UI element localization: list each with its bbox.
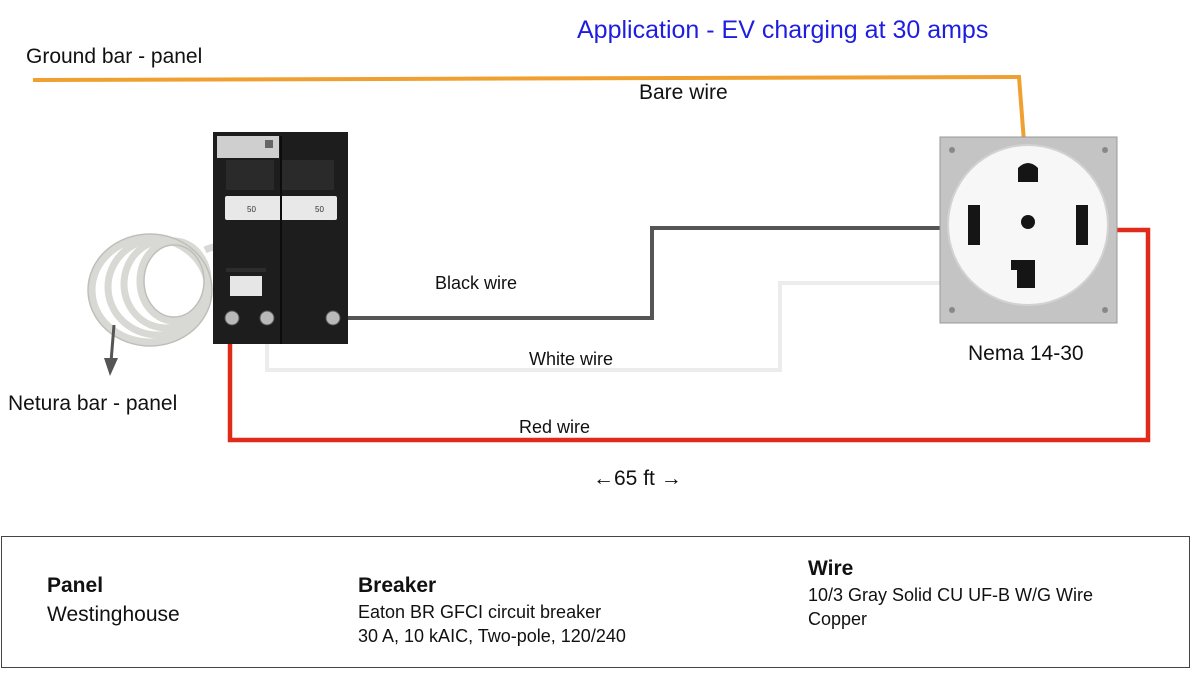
ground-slot bbox=[1018, 163, 1038, 182]
terminal-screw-2 bbox=[259, 310, 275, 326]
panel-value: Westinghouse bbox=[47, 603, 180, 626]
breaker-line-1: Eaton BR GFCI circuit breaker bbox=[358, 602, 602, 622]
diagram-title: Application - EV charging at 30 amps bbox=[577, 16, 989, 44]
neutral-bar-label: Netura bar - panel bbox=[8, 392, 178, 415]
left-hot-slot bbox=[968, 205, 980, 245]
wire-line-1: 10/3 Gray Solid CU UF-B W/G Wire bbox=[808, 585, 1094, 605]
panel-heading: Panel bbox=[47, 574, 104, 597]
neutral-arrow bbox=[109, 324, 116, 363]
breaker-rating-2: 50 bbox=[315, 205, 324, 214]
neutral-arrow-head bbox=[104, 358, 118, 376]
white-wire bbox=[265, 281, 980, 372]
distance-label: ←65 ft → bbox=[593, 467, 682, 490]
neutral-slot bbox=[1011, 260, 1035, 288]
terminal-screw-3 bbox=[325, 310, 341, 326]
nema-receptacle bbox=[939, 136, 1118, 324]
black-wire bbox=[330, 226, 975, 320]
terminal-screw-1 bbox=[224, 310, 240, 326]
black-wire-label: Black wire bbox=[435, 273, 518, 293]
red-wire bbox=[227, 227, 1151, 443]
pigtail-coil bbox=[88, 234, 224, 346]
center-screw bbox=[1021, 215, 1035, 229]
pigtail-coil-shade bbox=[87, 233, 213, 347]
breaker-heading: Breaker bbox=[358, 574, 437, 597]
breaker-rating-1: 50 bbox=[247, 205, 256, 214]
white-wire-label: White wire bbox=[529, 349, 614, 369]
receptacle-label: Nema 14-30 bbox=[968, 342, 1084, 365]
red-wire-label: Red wire bbox=[519, 417, 591, 437]
bare-wire-label: Bare wire bbox=[639, 81, 728, 104]
breaker-line-2: 30 A, 10 kAIC, Two-pole, 120/240 bbox=[358, 626, 626, 646]
ground-bar-label: Ground bar - panel bbox=[26, 45, 203, 68]
wire-line-2: Copper bbox=[808, 609, 868, 629]
right-hot-slot bbox=[1076, 205, 1088, 245]
wire-heading: Wire bbox=[808, 557, 854, 580]
gfci-breaker: 50 50 bbox=[213, 132, 348, 344]
spec-box: Panel Westinghouse Breaker Eaton BR GFCI… bbox=[1, 536, 1190, 668]
ground-wire bbox=[32, 74, 1027, 156]
